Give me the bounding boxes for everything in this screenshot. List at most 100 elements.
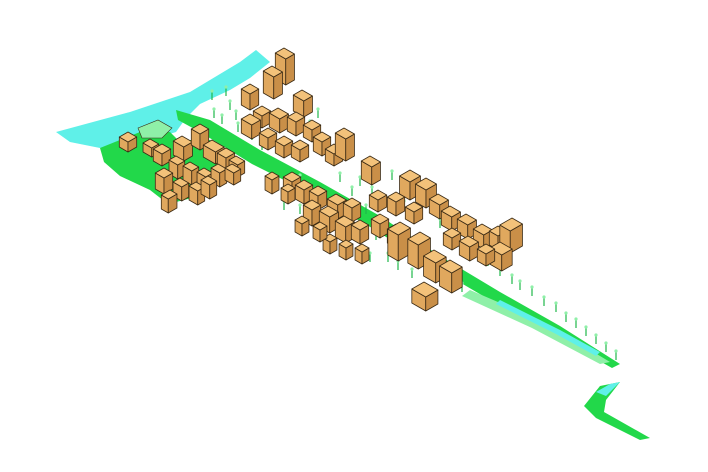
building-face bbox=[411, 281, 439, 298]
tree-crown bbox=[604, 341, 608, 345]
building-face bbox=[499, 217, 523, 232]
building-face bbox=[216, 147, 236, 159]
building-face bbox=[458, 235, 479, 248]
building-face bbox=[294, 179, 314, 191]
building-face bbox=[224, 163, 242, 174]
building-face bbox=[368, 189, 388, 201]
tree-crown bbox=[614, 349, 618, 353]
building-face bbox=[370, 213, 390, 225]
building-face bbox=[476, 243, 496, 255]
building-face bbox=[282, 171, 302, 183]
building-face bbox=[202, 139, 225, 153]
building-face bbox=[439, 259, 463, 274]
building-face bbox=[280, 183, 296, 193]
building-face bbox=[228, 155, 246, 166]
tree-crown bbox=[584, 325, 588, 329]
building-face bbox=[264, 171, 280, 181]
building-face bbox=[312, 221, 328, 231]
tree-crown bbox=[316, 107, 320, 111]
building-face bbox=[334, 127, 355, 140]
building-face bbox=[407, 231, 431, 246]
tree-crown bbox=[530, 285, 534, 289]
building-face bbox=[423, 249, 447, 264]
tree-crown bbox=[228, 99, 232, 103]
tree-crown bbox=[224, 85, 228, 89]
building-face bbox=[387, 221, 411, 236]
building-face bbox=[258, 127, 278, 139]
building-face bbox=[350, 219, 370, 231]
tree-crown bbox=[410, 267, 414, 271]
building-face bbox=[240, 83, 260, 95]
building-face bbox=[290, 139, 310, 151]
tree-crown bbox=[358, 175, 362, 179]
building-face bbox=[210, 163, 228, 174]
tree-crown bbox=[510, 273, 514, 277]
building-face bbox=[152, 143, 172, 155]
building-face bbox=[302, 119, 322, 131]
building-face bbox=[440, 205, 461, 218]
tree-crown bbox=[370, 185, 374, 189]
tree-crown bbox=[364, 203, 368, 207]
building-group bbox=[118, 47, 523, 312]
building-face bbox=[442, 227, 462, 239]
building-face bbox=[360, 155, 381, 168]
building-face bbox=[172, 177, 190, 188]
building-face bbox=[308, 185, 328, 197]
building-face bbox=[118, 131, 138, 143]
building-face bbox=[268, 107, 289, 120]
road-segment-water bbox=[596, 382, 620, 396]
tree-crown bbox=[236, 121, 240, 125]
building-face bbox=[190, 123, 210, 135]
building-face bbox=[200, 175, 218, 186]
building-face bbox=[404, 201, 424, 213]
tree-crown bbox=[518, 279, 522, 283]
building-face bbox=[302, 199, 322, 211]
building-face bbox=[274, 135, 294, 147]
building-face bbox=[456, 213, 477, 226]
building-face bbox=[154, 167, 174, 179]
building-face bbox=[326, 193, 347, 206]
tree-crown bbox=[220, 113, 224, 117]
building-face bbox=[428, 193, 449, 206]
tree-crown bbox=[234, 109, 238, 113]
building-face bbox=[472, 223, 493, 236]
building-face bbox=[240, 113, 261, 126]
building-face bbox=[172, 135, 193, 148]
tree-crown bbox=[390, 169, 394, 173]
building-face bbox=[415, 177, 437, 191]
building-face bbox=[312, 131, 332, 143]
tree-crown bbox=[298, 203, 302, 207]
building-face bbox=[168, 155, 186, 166]
building-face bbox=[386, 191, 406, 203]
building-face bbox=[399, 169, 421, 183]
tree-crown bbox=[210, 89, 214, 93]
building-face bbox=[489, 241, 513, 256]
park-lawn bbox=[137, 119, 173, 139]
tree-crown bbox=[594, 333, 598, 337]
building-face bbox=[334, 215, 355, 228]
building-face bbox=[354, 243, 370, 253]
building-face bbox=[318, 205, 339, 218]
river-water bbox=[56, 50, 270, 150]
tree-crown bbox=[350, 185, 354, 189]
tree-crown bbox=[542, 295, 546, 299]
tree-crown bbox=[554, 301, 558, 305]
building-face bbox=[292, 89, 313, 102]
building-face bbox=[252, 105, 272, 117]
building-face bbox=[294, 215, 310, 225]
tree-crown bbox=[574, 317, 578, 321]
tree-crown bbox=[338, 171, 342, 175]
building-face bbox=[342, 197, 362, 209]
building-face bbox=[274, 47, 295, 60]
building-face bbox=[182, 161, 200, 172]
road-segment-lower-right bbox=[584, 382, 650, 440]
tree-crown bbox=[564, 311, 568, 315]
building-face bbox=[160, 189, 178, 200]
street-green-fade bbox=[462, 290, 610, 364]
building-face bbox=[286, 111, 306, 123]
tree-crown bbox=[212, 107, 216, 111]
building-face bbox=[338, 239, 354, 249]
building-face bbox=[142, 138, 160, 149]
building-face bbox=[262, 65, 283, 78]
